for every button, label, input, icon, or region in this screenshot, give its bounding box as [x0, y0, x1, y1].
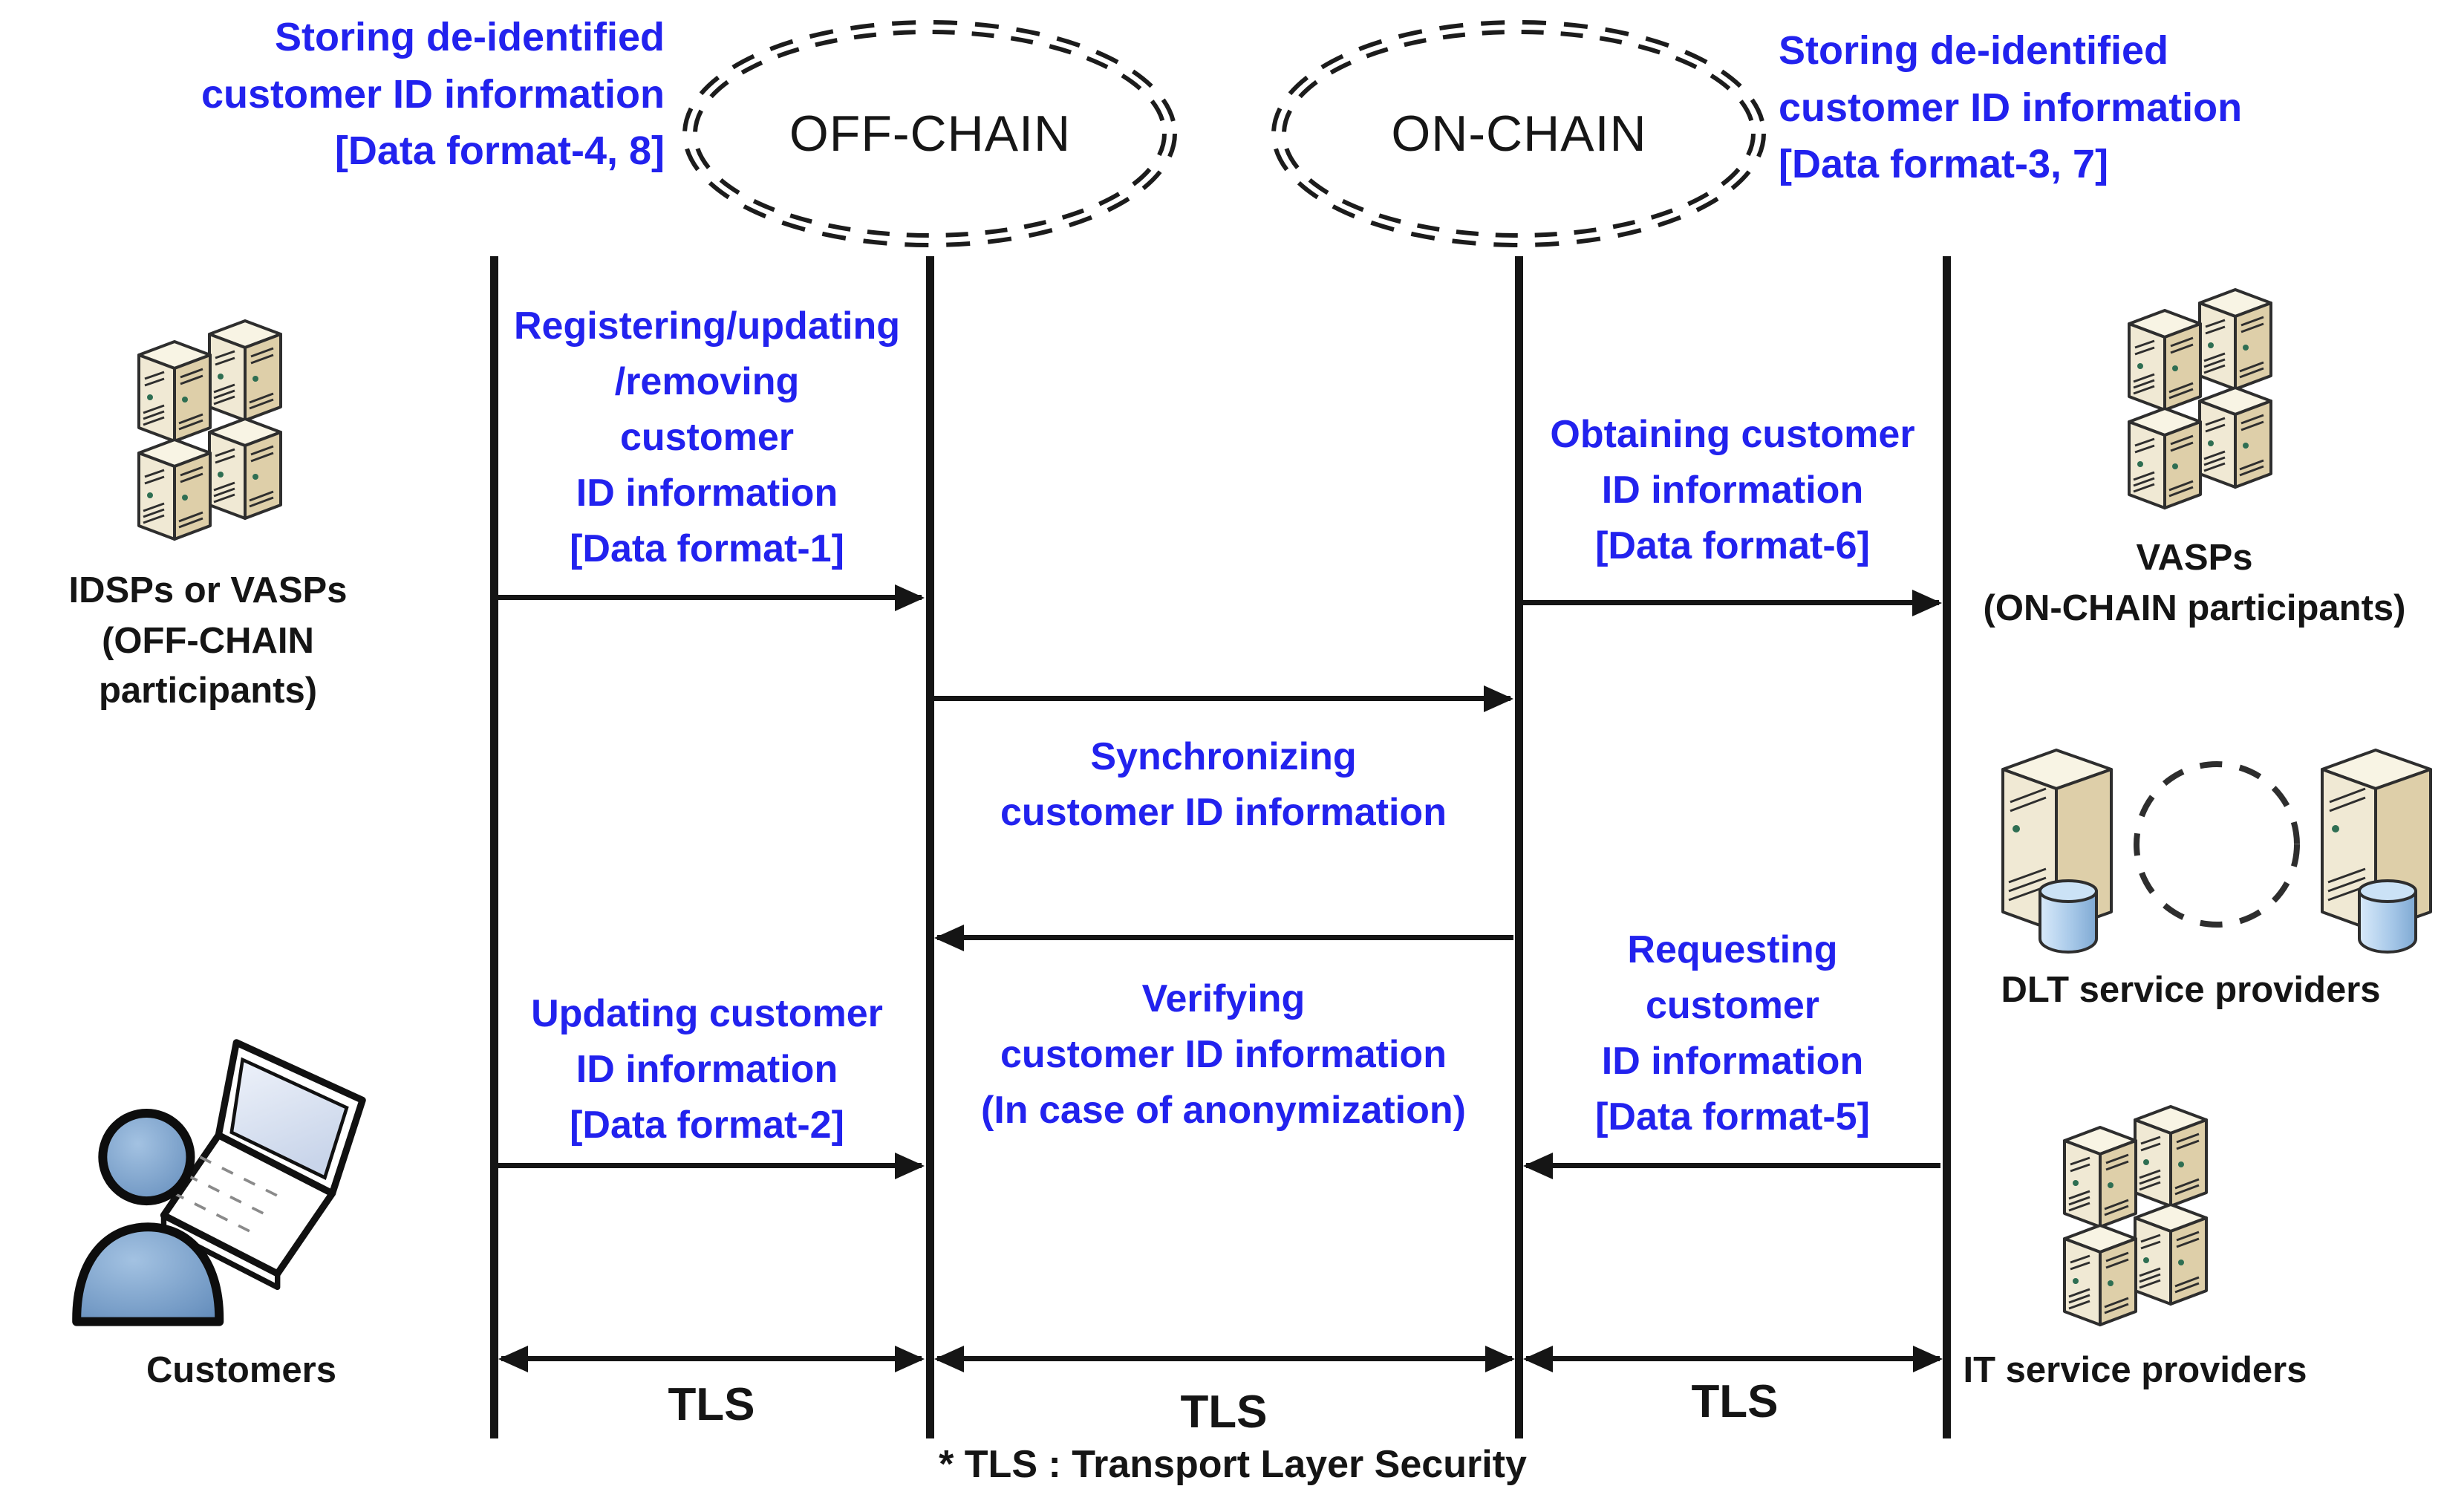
tls-label-left: TLS: [668, 1379, 755, 1430]
storing-offchain-note: Storing de-identified customer ID inform…: [201, 15, 665, 174]
arrowhead-right-icon: [895, 1153, 925, 1179]
dashed-ellipse-icon: [1271, 20, 1766, 247]
storing-onchain-note: Storing de-identified customer ID inform…: [1779, 28, 2243, 187]
tls-label-middle: TLS: [1180, 1386, 1268, 1438]
it-server-stack-icon: [2056, 1098, 2215, 1335]
tls-label-right: TLS: [1691, 1376, 1779, 1427]
verifying-arrow: [934, 925, 1513, 951]
lifeline-onchain-participants: [1943, 256, 1951, 1438]
arrowhead-right-icon: [1912, 590, 1942, 616]
on-chain-bubble: ON-CHAIN: [1268, 19, 1770, 249]
vasps-server-stack-icon: [2120, 281, 2280, 518]
idsps-label: IDSPs or VASPs (OFF-CHAIN participants): [68, 570, 348, 711]
updating-arrow: [498, 1153, 925, 1179]
arrowhead-left-icon: [498, 1346, 528, 1372]
arrowhead-right-icon: [895, 1346, 925, 1372]
tls-arrow-right-span: [1523, 1346, 1943, 1372]
lifeline-onchain: [1515, 256, 1523, 1438]
lifeline-offchain: [926, 256, 934, 1438]
tls-arrow-left-span: [498, 1346, 925, 1372]
synchronizing-arrow: [934, 685, 1513, 712]
arrowhead-left-icon: [1523, 1153, 1553, 1179]
tls-footnote: * TLS : Transport Layer Security: [939, 1443, 1527, 1486]
arrowhead-left-icon: [1523, 1346, 1553, 1372]
off-chain-label: OFF-CHAIN: [789, 105, 1072, 162]
arrowhead-right-icon: [895, 584, 925, 611]
lifeline-offchain-participants: [490, 256, 498, 1438]
arrowhead-right-icon: [1913, 1346, 1943, 1372]
customers-person-laptop-icon: [52, 1032, 408, 1327]
requesting-message: Requesting customer ID information [Data…: [1595, 928, 1870, 1138]
arrowhead-right-icon: [1485, 1346, 1515, 1372]
dlt-label: DLT service providers: [2001, 970, 2381, 1010]
obtaining-arrow: [1523, 590, 1942, 616]
arrowhead-left-icon: [934, 925, 964, 951]
synchronizing-message: Synchronizing customer ID information: [1000, 735, 1447, 834]
requesting-arrow: [1523, 1153, 1940, 1179]
obtaining-message: Obtaining customer ID information [Data …: [1550, 413, 1915, 567]
on-chain-label: ON-CHAIN: [1391, 105, 1647, 162]
customers-label: Customers: [146, 1350, 336, 1390]
dlt-servers-with-database-icon: [1994, 737, 2440, 959]
arrowhead-right-icon: [1484, 685, 1513, 712]
registering-arrow: [498, 584, 925, 611]
idsps-server-stack-icon: [130, 312, 290, 550]
arrowhead-left-icon: [934, 1346, 964, 1372]
off-chain-bubble: OFF-CHAIN: [679, 19, 1181, 249]
it-label: IT service providers: [1963, 1350, 2307, 1390]
dashed-ellipse-icon: [682, 20, 1177, 247]
updating-message: Updating customer ID information [Data f…: [531, 992, 883, 1147]
verifying-message: Verifying customer ID information (In ca…: [981, 977, 1466, 1132]
vasps-label: VASPs (ON-CHAIN participants): [1983, 538, 2406, 628]
tls-arrow-middle-span: [934, 1346, 1515, 1372]
registering-message: Registering/updating /removing customer …: [514, 304, 900, 570]
